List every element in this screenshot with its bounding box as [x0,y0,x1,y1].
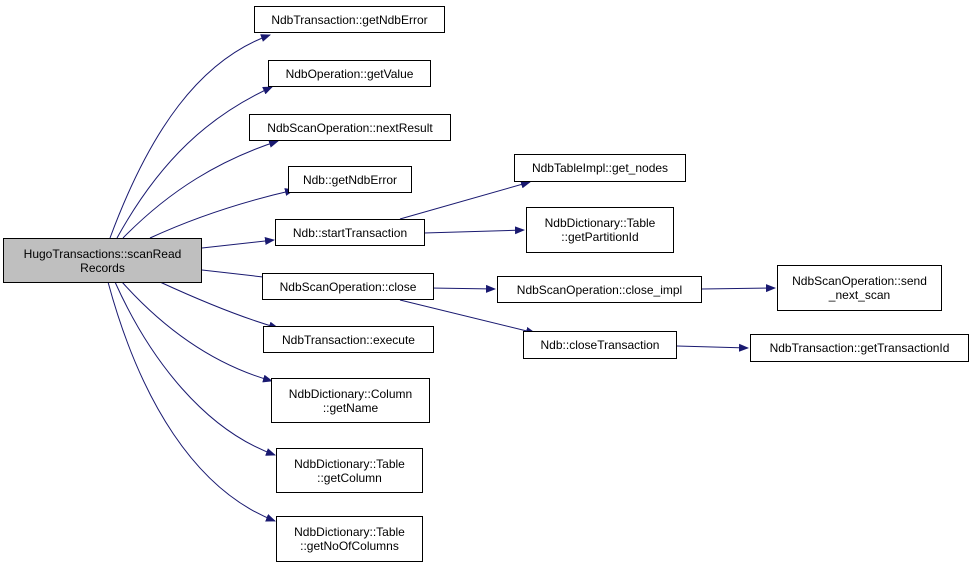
node-getTransactionId[interactable]: NdbTransaction::getTransactionId [750,334,969,362]
node-closeTransaction[interactable]: Ndb::closeTransaction [523,331,677,359]
node-label: Ndb::getNdbError [302,172,398,187]
edge-startTransaction-getPartitionId [423,226,525,235]
node-label: NdbScanOperation::nextResult [267,120,433,135]
node-label: NdbOperation::getValue [285,66,414,81]
edge-root-startTransaction [201,237,275,249]
node-execute[interactable]: NdbTransaction::execute [263,326,434,353]
node-label: NdbScanOperation::close_impl [516,282,683,297]
edge-root-nextResult [122,140,279,239]
node-send-next-scan[interactable]: NdbScanOperation::send _next_scan [777,265,942,311]
node-column-getName[interactable]: NdbDictionary::Column ::getName [271,378,430,423]
node-get-nodes[interactable]: NdbTableImpl::get_nodes [514,154,686,182]
node-close[interactable]: NdbScanOperation::close [262,273,434,300]
node-label-line1: NdbDictionary::Table [544,216,656,230]
edge-root-getNdbError-ndb [149,188,295,239]
node-label: Ndb::startTransaction [292,225,408,240]
node-label-line1: NdbDictionary::Table [294,456,405,471]
node-close-impl[interactable]: NdbScanOperation::close_impl [497,276,702,303]
node-scanReadRecords: HugoTransactions::scanRead Records [3,238,202,283]
edge-close-closeTransaction [399,299,536,335]
edge-root-execute [159,281,279,330]
edge-root-getValue [116,86,273,239]
node-label-line2: ::getPartitionId [561,230,639,244]
node-getNdbError-ndb[interactable]: Ndb::getNdbError [288,166,412,193]
node-label-line1: HugoTransactions::scanRead [23,246,182,261]
node-getPartitionId[interactable]: NdbDictionary::Table ::getPartitionId [526,207,674,253]
edge-root-getNdbError-tx [109,34,271,239]
node-label: Ndb::closeTransaction [540,338,660,352]
node-label: NdbTableImpl::get_nodes [531,161,669,175]
node-label: NdbTransaction::getTransactionId [769,341,950,355]
node-label-line1: NdbDictionary::Column [288,386,413,401]
node-label-line2: Records [80,260,125,275]
edge-startTransaction-get-nodes [399,180,531,220]
edge-root-table-getColumn [114,281,276,456]
node-label-line1: NdbScanOperation::send [792,274,927,288]
node-startTransaction[interactable]: Ndb::startTransaction [275,219,425,246]
node-label-line2: ::getName [322,400,379,415]
node-label: NdbScanOperation::close [279,279,417,294]
edge-closeTransaction-getTransactionId [676,343,749,352]
node-getValue[interactable]: NdbOperation::getValue [268,60,431,87]
node-label-line2: ::getColumn [317,470,382,485]
edge-root-table-getNoOfColumns [107,281,276,522]
node-table-getNoOfColumns[interactable]: NdbDictionary::Table ::getNoOfColumns [276,516,423,562]
node-nextResult[interactable]: NdbScanOperation::nextResult [249,114,451,141]
edge-root-close [201,269,273,281]
edge-close-impl-send-next-scan [701,284,776,293]
node-getNdbError-transaction[interactable]: NdbTransaction::getNdbError [254,6,445,33]
edge-close-close-impl [429,284,496,293]
node-label-line1: NdbDictionary::Table [294,525,405,539]
node-label-line2: ::getNoOfColumns [300,539,399,553]
node-label: NdbTransaction::getNdbError [271,12,428,27]
node-label-line2: _next_scan [828,288,891,302]
edge-root-column-getName [121,281,273,383]
node-table-getColumn[interactable]: NdbDictionary::Table ::getColumn [276,448,423,493]
node-label: NdbTransaction::execute [282,332,415,347]
